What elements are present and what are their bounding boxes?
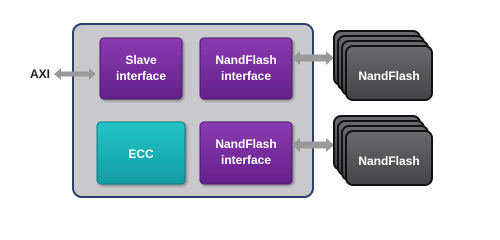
slave-interface-line1: Slave [125, 53, 157, 67]
top-device-arrow [292, 51, 334, 65]
ecc-block: ECC [96, 121, 186, 185]
nandflash-interface-bottom-block: NandFlash interface [199, 121, 293, 185]
nandflash-device-bottom-label: NandFlash [358, 154, 419, 168]
slave-interface-line2: interface [116, 69, 166, 83]
nandflash-device-stack-top: NandFlash [333, 30, 433, 101]
nandflash-device-top-label: NandFlash [358, 69, 419, 83]
nandflash-interface-top-block: NandFlash interface [199, 37, 293, 100]
slave-interface-block: Slave interface [99, 37, 183, 100]
nandflash-interface-top-line1: NandFlash [215, 53, 276, 67]
nandflash-interface-bottom-line1: NandFlash [215, 137, 276, 151]
nandflash-interface-top-line2: interface [221, 69, 271, 83]
nandflash-device-stack-bottom: NandFlash [333, 115, 433, 186]
nandflash-interface-bottom-line2: interface [221, 153, 271, 167]
controller-block-diagram: AXI Slave interface NandFlash interface … [30, 23, 433, 198]
axi-label: AXI [30, 67, 50, 81]
ecc-label: ECC [128, 147, 154, 161]
bottom-device-arrow [292, 138, 334, 152]
axi-arrow [54, 68, 96, 80]
